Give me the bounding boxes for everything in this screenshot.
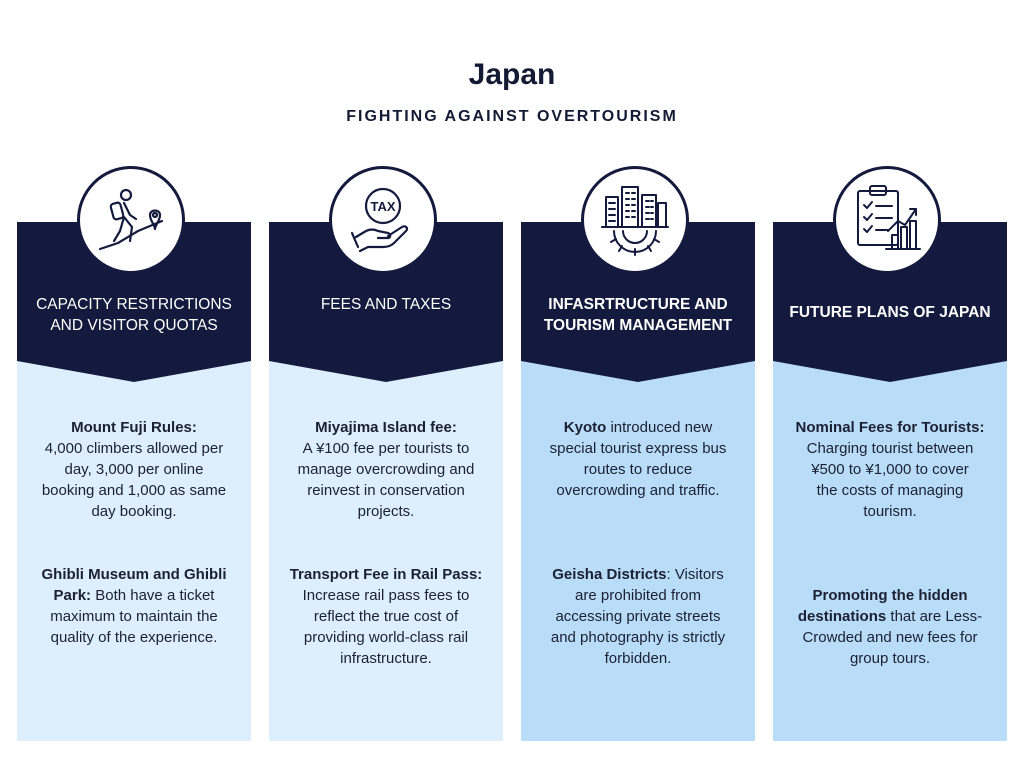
city-gear-icon: [601, 186, 669, 256]
item-title: Geisha Districts: [552, 566, 667, 583]
item-title: Ghibli Museum and Ghibli: [41, 566, 227, 583]
item-text: Crowded and new fees for: [802, 629, 978, 646]
item-title: Transport Fee in Rail Pass:: [289, 566, 483, 583]
page-subtitle: FIGHTING AGAINST OVERTOURISM: [346, 108, 678, 125]
item-text: accessing private streets: [555, 608, 721, 625]
item-text: that are Less-: [886, 608, 983, 625]
item-text: group tours.: [849, 650, 931, 667]
rule-item: Geisha Districts: Visitors are prohibite…: [529, 564, 747, 669]
item-text: Charging tourist between: [806, 440, 974, 457]
item-text: reinvest in conservation: [307, 482, 465, 499]
rule-item: Transport Fee in Rail Pass: Increase rai…: [277, 564, 495, 669]
column-body: [269, 355, 503, 741]
rule-item: Kyoto introduced new special tourist exp…: [529, 417, 747, 501]
item-text: maximum to maintain the: [50, 608, 218, 625]
column-heading: FEES AND TAXES: [275, 294, 497, 315]
item-title: Kyoto: [563, 419, 607, 436]
icon-circle: TAX: [329, 166, 437, 274]
item-text: Both have a ticket: [95, 587, 215, 604]
heading-line: AND VISITOR QUOTAS: [50, 317, 218, 334]
hiker-location-icon: [98, 188, 164, 251]
heading-line: INFASRTRUCTURE AND: [548, 296, 728, 313]
item-text: forbidden.: [604, 650, 672, 667]
item-title: destinations: [797, 608, 887, 625]
item-text: providing world-class rail: [303, 629, 469, 646]
item-text: the costs of managing: [816, 482, 964, 499]
item-text: infrastructure.: [340, 650, 432, 667]
item-text: quality of the experience.: [50, 629, 218, 646]
item-title: Promoting the hidden: [812, 587, 968, 604]
item-title: Park:: [53, 587, 92, 604]
item-title: Mount Fuji Rules:: [71, 419, 197, 436]
item-text: A ¥100 fee per tourists to: [302, 440, 470, 457]
rule-item: Nominal Fees for Tourists: Charging tour…: [781, 417, 999, 522]
item-text: tourism.: [863, 503, 917, 520]
item-text: projects.: [357, 503, 415, 520]
icon-circle: [77, 166, 185, 274]
heading-line: FEES AND TAXES: [320, 296, 452, 313]
column-body: [521, 355, 755, 741]
item-text: reflect the true cost of: [313, 608, 459, 625]
column-heading: CAPACITY RESTRICTIONS AND VISITOR QUOTAS: [23, 294, 245, 336]
rule-item: Promoting the hidden destinations that a…: [781, 585, 999, 669]
rule-item: Miyajima Island fee: A ¥100 fee per tour…: [277, 417, 495, 522]
heading-line: FUTURE PLANS OF JAPAN: [789, 304, 991, 321]
clipboard-chart-icon: [857, 185, 921, 250]
heading-line: TOURISM MANAGEMENT: [543, 317, 733, 334]
column-heading: FUTURE PLANS OF JAPAN: [779, 302, 1001, 323]
item-title: Nominal Fees for Tourists:: [795, 419, 985, 436]
rule-item: Ghibli Museum and Ghibli Park: Both have…: [25, 564, 243, 648]
page-title: Japan: [468, 58, 556, 91]
item-text: overcrowding and traffic.: [556, 482, 720, 499]
item-text: Increase rail pass fees to: [302, 587, 470, 604]
item-text: day, 3,000 per online: [64, 461, 204, 478]
item-text: ¥500 to ¥1,000 to cover: [811, 461, 969, 478]
item-text: are prohibited from: [575, 587, 701, 604]
item-text: special tourist express bus: [549, 440, 727, 457]
tax-hand-icon: TAX: [350, 187, 409, 253]
tax-label: TAX: [370, 199, 395, 214]
item-text: : Visitors: [666, 566, 724, 583]
icon-circle: [581, 166, 689, 274]
item-text: 4,000 climbers allowed per: [44, 440, 224, 457]
icon-circle: [833, 166, 941, 274]
item-text: day booking.: [91, 503, 177, 520]
column-capacity-restrictions: CAPACITY RESTRICTIONS AND VISITOR QUOTAS…: [17, 0, 251, 768]
item-text: introduced new: [606, 419, 713, 436]
item-title: Miyajima Island fee:: [315, 419, 457, 436]
heading-line: CAPACITY RESTRICTIONS: [36, 296, 232, 313]
column-heading: INFASRTRUCTURE AND TOURISM MANAGEMENT: [527, 294, 749, 336]
rule-item: Mount Fuji Rules: 4,000 climbers allowed…: [25, 417, 243, 522]
column-future-plans: FUTURE PLANS OF JAPAN Nominal Fees for T…: [773, 0, 1007, 768]
item-text: and photography is strictly: [550, 629, 726, 646]
item-text: routes to reduce: [583, 461, 693, 478]
column-fees-and-taxes: FEES AND TAXES TAX Miyajima Island fee: …: [269, 0, 503, 768]
column-body: [17, 355, 251, 741]
column-infrastructure: INFASRTRUCTURE AND TOURISM MANAGEMENT Ky…: [521, 0, 755, 768]
column-body: [773, 355, 1007, 741]
item-text: booking and 1,000 as same: [41, 482, 227, 499]
item-text: manage overcrowding and: [297, 461, 475, 478]
